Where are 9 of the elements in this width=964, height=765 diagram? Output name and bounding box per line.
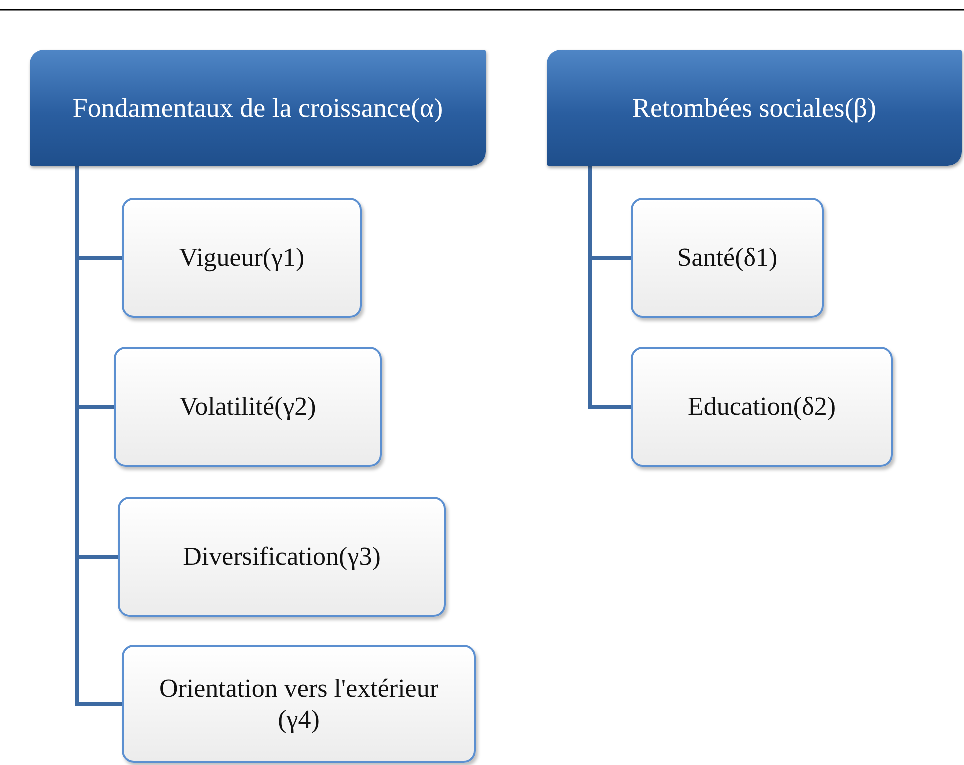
subcategory-box: Orientation vers l'extérieur (γ4) (122, 645, 476, 763)
category-header: Fondamentaux de la croissance(α) (30, 50, 486, 166)
subcategory-box: Santé(δ1) (631, 198, 824, 318)
subcategory-box: Education(δ2) (631, 347, 893, 467)
connector-line (588, 166, 631, 409)
subcategory-box: Diversification(γ3) (118, 497, 446, 617)
subcategory-box: Vigueur(γ1) (122, 198, 362, 318)
subcategory-box: Volatilité(γ2) (114, 347, 382, 467)
category-header: Retombées sociales(β) (547, 50, 962, 166)
